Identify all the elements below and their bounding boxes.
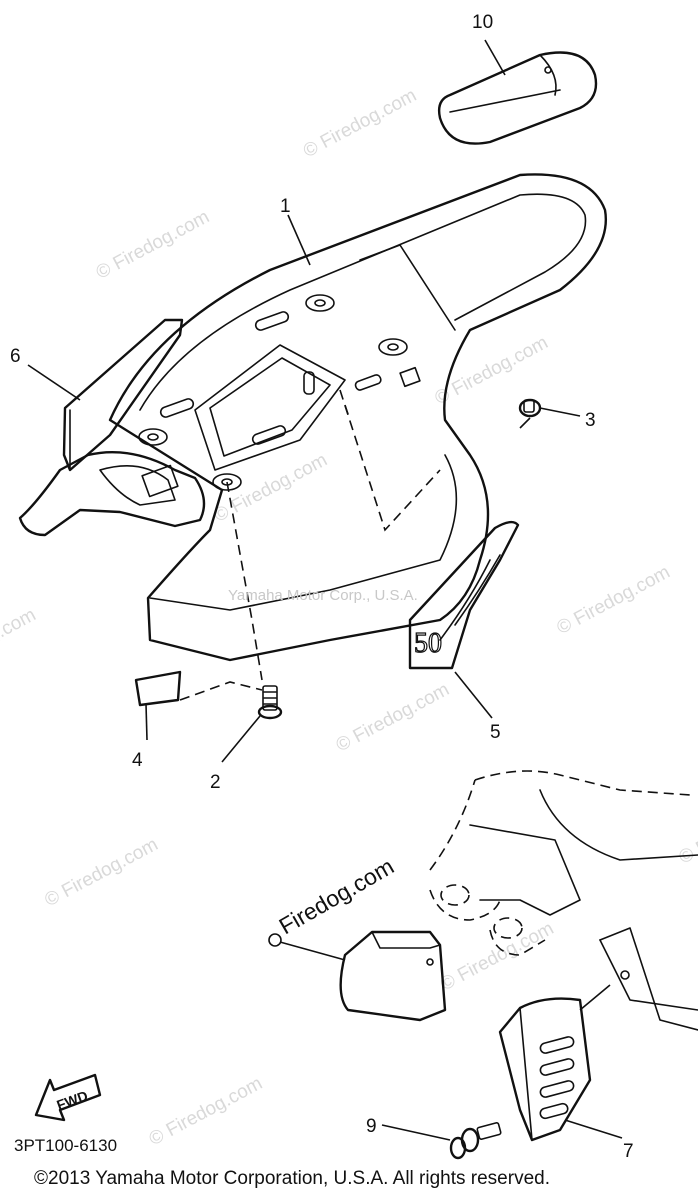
part-4-pad	[134, 670, 182, 707]
part-1-rear-fender	[18, 173, 607, 662]
part-5-decal: 50	[408, 520, 520, 670]
firedog-inline-label: Firedog.com	[275, 853, 399, 939]
callout-10: 10	[472, 12, 493, 33]
part-6-side-plate	[62, 318, 184, 472]
watermark: © Firedog.com	[93, 206, 213, 283]
part-9-bolt	[449, 1122, 502, 1160]
callout-3: 3	[585, 410, 596, 431]
watermark: © Firedog.com	[41, 834, 161, 911]
fwd-label: FWD	[54, 1087, 89, 1113]
callout-9: 9	[366, 1116, 377, 1137]
callout-5: 5	[490, 722, 501, 743]
watermark: © Firedog.com	[300, 85, 420, 162]
callout-1: 1	[280, 196, 291, 217]
watermark: © Firedog.com	[437, 918, 557, 995]
part-7-guard	[498, 997, 592, 1142]
callout-7: 7	[623, 1141, 634, 1162]
part-10-cover	[437, 51, 598, 145]
watermark: © Firedog.com	[146, 1073, 266, 1150]
part-2-bolt	[257, 685, 283, 720]
copyright-footer: ©2013 Yamaha Motor Corporation, U.S.A. A…	[34, 1168, 550, 1189]
callout-4: 4	[132, 750, 143, 771]
callout-6: 6	[10, 346, 21, 367]
watermark: © Firedog.com	[431, 332, 551, 409]
assembly-lines	[179, 389, 441, 701]
watermark: © Firedog.com	[333, 679, 453, 756]
watermark: © Firedog.com	[554, 562, 674, 639]
fwd-arrow-icon: FWD	[34, 1073, 102, 1122]
part-3-bolt	[518, 398, 542, 429]
decal-number: 50	[414, 628, 442, 659]
diagram-code: 3PT100-6130	[14, 1136, 118, 1155]
part-watermark: Yamaha Motor Corp., U.S.A.	[228, 587, 418, 604]
watermark: © Firedog.com	[0, 604, 39, 681]
bracket-plate	[268, 930, 447, 1022]
frame-section	[429, 770, 698, 1031]
watermark-layer: © Firedog.com © Firedog.com © Firedog.co…	[0, 85, 698, 1150]
leader-lines	[27, 39, 623, 1141]
callout-2: 2	[210, 772, 221, 793]
